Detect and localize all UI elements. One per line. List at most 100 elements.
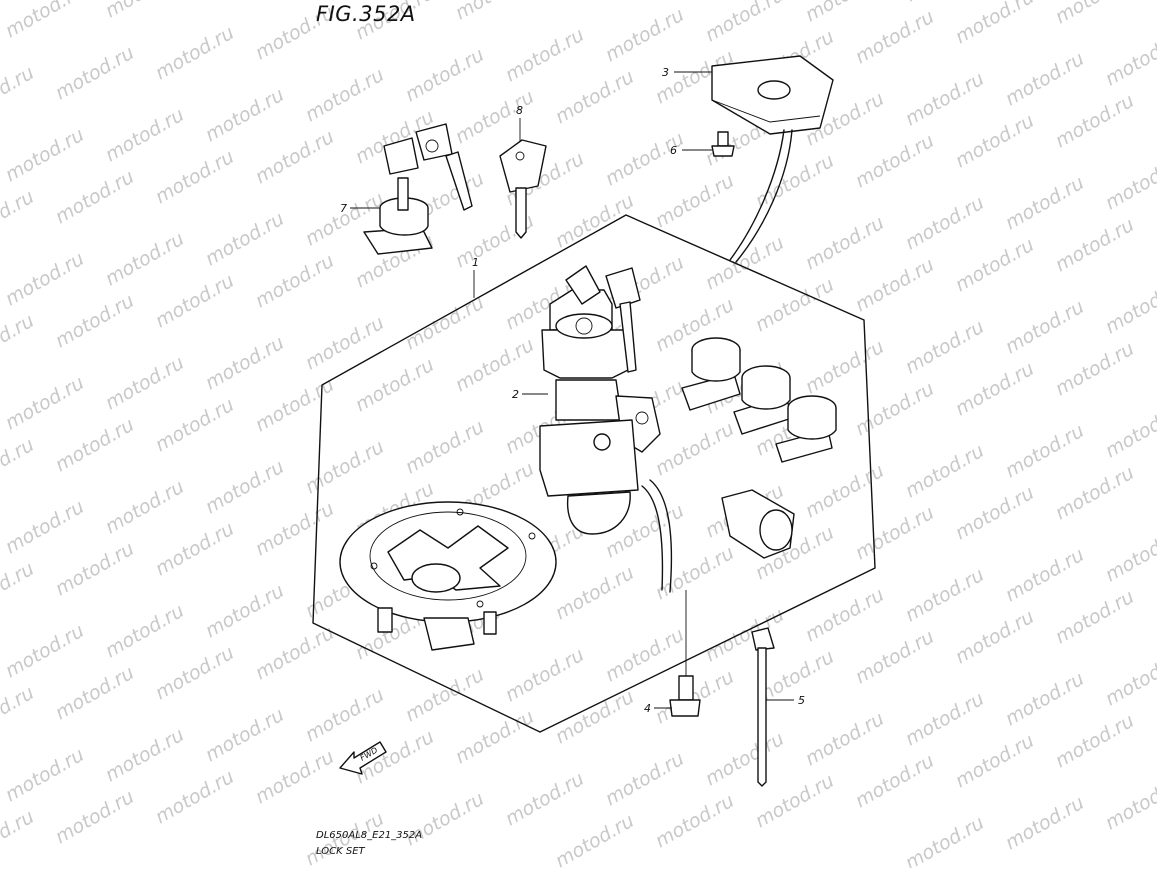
watermark-text: motod.ru	[252, 622, 338, 685]
watermark-text: motod.ru	[152, 270, 238, 333]
watermark-text: motod.ru	[702, 604, 788, 667]
watermark-text: motod.ru	[102, 600, 188, 663]
watermark-text: motod.ru	[602, 128, 688, 191]
watermark-text: motod.ru	[1052, 710, 1138, 773]
watermark-text: motod.ru	[1052, 90, 1138, 153]
watermark-text: motod.ru	[252, 746, 338, 809]
watermark-text: motod.ru	[52, 42, 138, 105]
figure-title: FIG.352A	[316, 2, 416, 26]
watermark-text: motod.ru	[902, 564, 988, 627]
watermark-text: motod.ru	[852, 130, 938, 193]
watermark-text: motod.ru	[1052, 586, 1138, 649]
watermark-text: motod.ru	[752, 274, 838, 337]
watermark-text: motod.ru	[602, 624, 688, 687]
watermark-text: motod.ru	[902, 688, 988, 751]
watermark-text: motod.ru	[852, 6, 938, 69]
watermark-text: motod.ru	[2, 620, 88, 683]
watermark-text: motod.ru	[102, 476, 188, 539]
callout-3: 3	[662, 66, 669, 79]
watermark-text: motod.ru	[52, 786, 138, 849]
watermark-text: motod.ru	[652, 170, 738, 233]
watermark-text: motod.ru	[402, 416, 488, 479]
watermark-text: motod.ru	[402, 44, 488, 107]
watermark-text: motod.ru	[802, 460, 888, 523]
watermark-text: motod.ru	[802, 212, 888, 275]
watermark-text: motod.ru	[902, 812, 988, 868]
watermark-text: motod.ru	[102, 352, 188, 415]
callout-4: 4	[644, 702, 651, 715]
watermark-text: motod.ru	[0, 186, 38, 249]
watermark-text: motod.ru	[402, 664, 488, 727]
watermark-text: motod.ru	[52, 662, 138, 725]
watermark-text: motod.ru	[852, 502, 938, 565]
watermark-text: motod.ru	[652, 790, 738, 853]
watermark-text: motod.ru	[502, 24, 588, 87]
watermark-text: motod.ru	[252, 498, 338, 561]
fuel-cap-assembly	[340, 502, 556, 650]
watermark-text: motod.ru	[0, 682, 38, 745]
watermark-text: motod.ru	[1002, 668, 1088, 731]
watermark-text: motod.ru	[552, 562, 638, 625]
watermark-text: motod.ru	[702, 0, 788, 46]
watermark-text: motod.ru	[152, 146, 238, 209]
watermark-text: motod.ru	[152, 518, 238, 581]
watermark-text: motod.ru	[1102, 648, 1157, 711]
watermark-text: motod.ru	[852, 626, 938, 689]
watermark-text: motod.ru	[1002, 544, 1088, 607]
watermark-text: motod.ru	[2, 248, 88, 311]
watermark-text: motod.ru	[452, 334, 538, 397]
watermark-text: motod.ru	[552, 66, 638, 129]
watermark-text: motod.ru	[802, 708, 888, 771]
watermark-text: motod.ru	[1102, 152, 1157, 215]
watermark-text: motod.ru	[502, 644, 588, 707]
watermark-text: motod.ru	[952, 606, 1038, 669]
watermark-text: motod.ru	[1002, 792, 1088, 855]
watermark-text: motod.ru	[202, 456, 288, 519]
watermark-text: motod.ru	[852, 378, 938, 441]
watermark-text: motod.ru	[2, 744, 88, 807]
watermark-text: motod.ru	[202, 580, 288, 643]
watermark-text: motod.ru	[52, 166, 138, 229]
watermark-text: motod.ru	[1102, 772, 1157, 835]
watermark-text: motod.ru	[802, 336, 888, 399]
watermark-text: motod.ru	[0, 558, 38, 621]
watermark-text: motod.ru	[302, 436, 388, 499]
watermark-text: motod.ru	[202, 0, 288, 2]
watermark-text: motod.ru	[852, 750, 938, 813]
watermark-text: motod.ru	[1102, 400, 1157, 463]
watermark-text: motod.ru	[52, 290, 138, 353]
watermark-text: motod.ru	[952, 730, 1038, 793]
watermark-text: motod.ru	[2, 0, 88, 42]
watermark-text: motod.ru	[952, 110, 1038, 173]
watermark-text: motod.ru	[752, 150, 838, 213]
watermark-text: motod.ru	[552, 190, 638, 253]
watermark-text: motod.ru	[152, 394, 238, 457]
watermark-text: motod.ru	[952, 0, 1038, 48]
watermark-text: motod.ru	[702, 232, 788, 295]
watermark-text: motod.ru	[1102, 276, 1157, 339]
watermark-text: motod.ru	[202, 704, 288, 767]
watermark-text: motod.ru	[952, 482, 1038, 545]
watermark-text: motod.ru	[1052, 0, 1138, 28]
watermark-text: motod.ru	[452, 706, 538, 769]
watermark-text: motod.ru	[202, 332, 288, 395]
watermark-text: motod.ru	[152, 22, 238, 85]
watermark-text: motod.ru	[202, 84, 288, 147]
watermark-text: motod.ru	[952, 234, 1038, 297]
watermark-text: motod.ru	[402, 292, 488, 355]
watermark-text: motod.ru	[0, 806, 38, 868]
watermark-text: motod.ru	[1052, 338, 1138, 401]
watermark-text: motod.ru	[552, 810, 638, 868]
watermark-text: motod.ru	[652, 666, 738, 729]
watermark-text: motod.ru	[802, 584, 888, 647]
watermark-text: motod.ru	[502, 768, 588, 831]
watermark-text: motod.ru	[702, 728, 788, 791]
watermark-text: motod.ru	[552, 686, 638, 749]
watermark-text: motod.ru	[302, 312, 388, 375]
watermark-text: motod.ru	[2, 372, 88, 435]
watermark-text: motod.ru	[52, 538, 138, 601]
watermark-text: motod.ru	[652, 542, 738, 605]
watermark-text: motod.ru	[102, 724, 188, 787]
watermark-text: motod.ru	[902, 440, 988, 503]
watermark-text: motod.ru	[0, 310, 38, 373]
